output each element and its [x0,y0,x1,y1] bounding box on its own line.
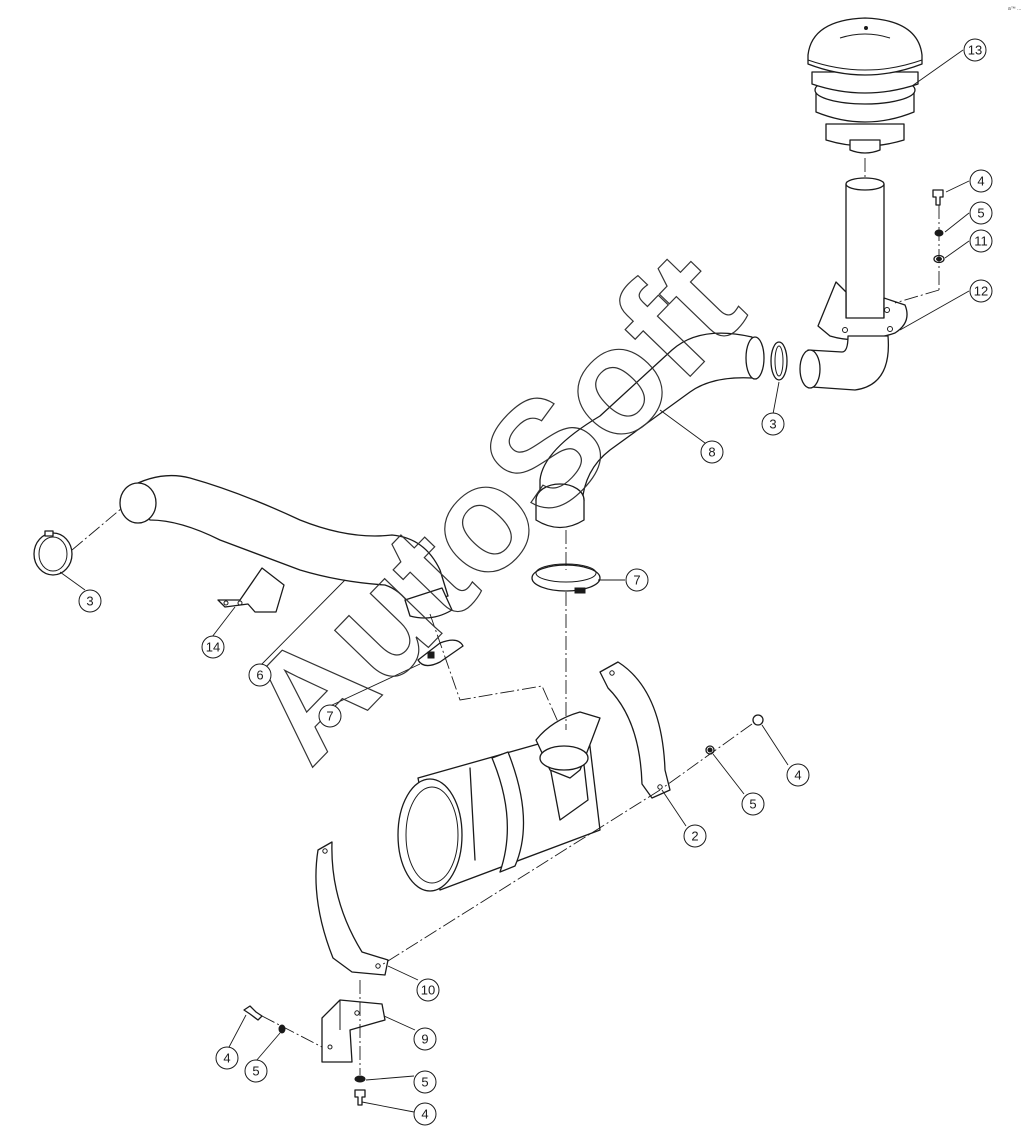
callout-c5c: 5 [244,1059,268,1083]
callout-circle [244,1059,268,1083]
callout-number: 11 [974,234,988,249]
callout-number: 12 [974,284,988,299]
callout-c12: 12 [969,279,993,303]
callout-number: 5 [421,1075,428,1090]
elbow-pipe [799,335,890,391]
callout-c4d: 4 [413,1102,437,1126]
callout-number: 14 [206,640,220,655]
hardware-top-right [932,189,945,264]
callout-number: 9 [421,1032,428,1047]
corner-mark: a™ ... [1008,6,1021,12]
precleaner-cap [807,17,923,154]
callout-c3a: 3 [761,412,785,436]
callout-circle [413,1070,437,1094]
left-intake-hose [119,474,453,619]
callout-circle [201,635,225,659]
callout-number: 4 [977,174,984,189]
callout-circle [625,568,649,592]
callout-circle [318,704,342,728]
callout-c2: 2 [683,824,707,848]
callout-c7b: 7 [318,704,342,728]
callout-c5b: 5 [741,792,765,816]
callout-number: 8 [708,445,715,460]
callout-circle [963,38,987,62]
callout-circle [741,792,765,816]
foot-bracket [321,999,386,1063]
callout-circle [683,824,707,848]
callout-number: 2 [691,829,698,844]
upper-intake-hose [535,332,765,529]
callout-number: 5 [977,206,984,221]
hardware-bottom [354,1075,366,1106]
callout-number: 13 [968,43,982,58]
callout-c5d: 5 [413,1070,437,1094]
callout-number: 5 [749,797,756,812]
mounting-strap-upper [599,661,671,799]
hose-clamp-left [33,530,73,576]
callout-circle [969,229,993,253]
callout-c4a: 4 [969,169,993,193]
callout-circle [248,663,272,687]
callout-circle [215,1046,239,1070]
callout-number: 7 [326,709,333,724]
callout-number: 6 [256,668,263,683]
callout-number: 3 [769,417,776,432]
intake-tube [845,177,885,320]
callout-number: 4 [223,1051,230,1066]
hose-support-bracket [217,567,285,613]
callout-c10: 10 [416,978,440,1002]
callout-c9: 9 [413,1027,437,1051]
callout-circle [761,412,785,436]
assembly-centerlines [71,205,940,1075]
air-cleaner-housing [397,711,601,892]
callout-c6: 6 [248,663,272,687]
hardware-bottom-left [243,1005,286,1034]
callout-number: 4 [421,1107,428,1122]
callout-number: 10 [421,983,435,998]
callout-c13: 13 [963,38,987,62]
hose-clamp-top [770,341,788,381]
callout-circle [413,1027,437,1051]
callout-number: 5 [252,1064,259,1079]
callout-c14: 14 [201,635,225,659]
hardware-right [705,714,764,755]
callout-number: 7 [633,573,640,588]
leader-lines [59,49,970,1113]
callout-c3b: 3 [78,589,102,613]
mounting-flange [817,281,908,341]
callout-circle [969,169,993,193]
callout-circle [416,978,440,1002]
callout-c5a: 5 [969,201,993,225]
callout-circle [969,201,993,225]
callout-circle [700,440,724,464]
callout-bubbles: 13 4 5 11 12 3 8 7 3 14 6 7 4 5 2 10 9 4 5 5 4 [78,38,993,1126]
callout-c4c: 4 [215,1046,239,1070]
callout-circle [969,279,993,303]
callout-number: 4 [794,768,801,783]
callout-number: 3 [86,594,93,609]
callout-circle [78,589,102,613]
callout-c4b: 4 [786,763,810,787]
callout-c8: 8 [700,440,724,464]
callout-circle [786,763,810,787]
callout-c11: 11 [969,229,993,253]
watermark: AutoSoft [212,220,773,792]
hose-clamp-lower [417,639,464,667]
callout-circle [413,1102,437,1126]
callout-c7a: 7 [625,568,649,592]
mounting-strap-lower [315,841,389,976]
